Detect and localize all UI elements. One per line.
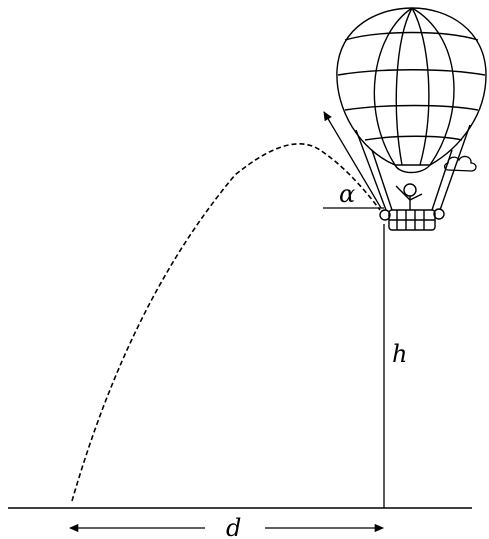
height-label: h bbox=[392, 340, 407, 368]
distance-label: d bbox=[226, 514, 241, 539]
launch-velocity-arrow bbox=[323, 111, 382, 209]
hot-air-balloon-icon bbox=[336, 7, 487, 231]
trajectory-path bbox=[71, 143, 381, 502]
cloud-icon bbox=[443, 155, 477, 172]
angle-label: α bbox=[339, 180, 355, 208]
